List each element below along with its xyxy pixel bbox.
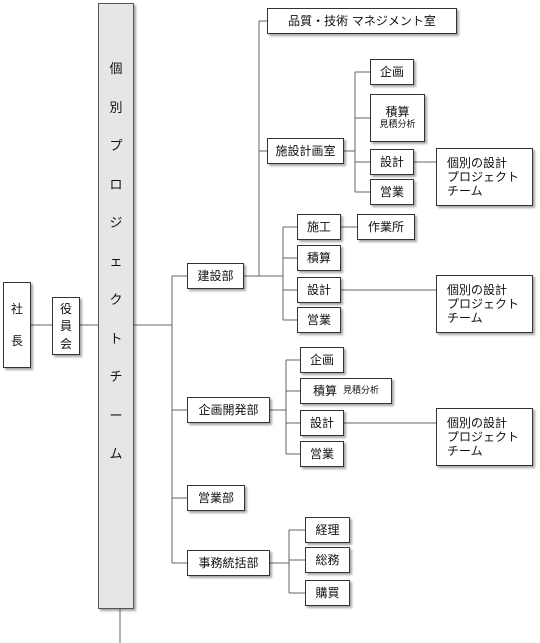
facility-estimate-box: 積算 見積分析 [370,94,425,142]
board-char: 会 [59,336,72,351]
president-char: 長 [10,334,23,349]
pd-planning-box: 企画 [300,347,344,373]
project-team-char: ジ [109,216,123,231]
facility-design-team-box: 個別の設計 プロジェクト チーム [436,148,533,206]
team-line: チーム [447,184,483,198]
project-team-char: 個 [109,62,123,77]
project-team-char: ム [109,447,123,462]
project-team-char: ェ [109,254,123,270]
board-box: 役 員 会 [52,297,80,355]
president-char: 社 [10,301,23,316]
project-team-char: ー [109,408,123,424]
sales-dept-box: 営業部 [187,485,245,511]
planning-dev-dept-box: 企画開発部 [187,397,270,423]
team-line: チーム [447,444,483,458]
project-team-bar: 個 別 プ ロ ジ ェ ク ト チ ー ム [98,3,134,609]
project-team-char: 別 [109,100,123,116]
team-line: プロジェクト [447,430,520,444]
team-line: プロジェクト [447,170,520,184]
team-line: 個別の設計 [447,416,508,430]
facility-estimate-sub: 見積分析 [379,120,416,130]
construction-design-team-box: 個別の設計 プロジェクト チーム [436,275,533,333]
general-affairs-box: 総務 [305,547,350,573]
board-char: 役 [59,301,72,316]
project-team-char: プ [109,139,123,154]
qm-office-box: 品質・技術 マネジメント室 [267,8,457,34]
project-team-char: ト [109,331,123,347]
pd-sales-box: 営業 [300,441,344,467]
purchasing-box: 購買 [305,580,350,606]
project-team-char: ロ [109,177,123,193]
construction-design-box: 設計 [297,277,341,303]
works-box: 施工 [297,214,341,240]
project-team-char: チ [109,370,123,385]
team-line: プロジェクト [447,297,520,311]
site-office-box: 作業所 [357,214,415,240]
facility-design-box: 設計 [370,149,414,175]
pd-estimate-sub: 見積分析 [343,386,380,396]
president-box: 社 長 [3,282,31,368]
facility-estimate-label: 積算 [385,105,410,119]
construction-estimate-box: 積算 [297,245,341,271]
construction-sales-box: 営業 [297,307,341,333]
project-team-char: ク [109,293,123,308]
facility-sales-box: 営業 [370,179,414,205]
team-line: 個別の設計 [447,283,508,297]
pd-estimate-label: 積算 [312,384,337,398]
board-char: 員 [59,319,72,333]
pd-estimate-box: 積算 見積分析 [300,378,392,404]
facility-planning-box: 企画 [370,59,414,85]
facility-office-box: 施設計画室 [267,138,344,164]
pd-design-team-box: 個別の設計 プロジェクト チーム [436,408,533,466]
construction-dept-box: 建設部 [187,263,244,289]
pd-design-box: 設計 [300,410,344,436]
admin-dept-box: 事務統括部 [187,550,270,576]
team-line: チーム [447,311,483,325]
accounting-box: 経理 [305,517,350,543]
team-line: 個別の設計 [447,156,508,170]
